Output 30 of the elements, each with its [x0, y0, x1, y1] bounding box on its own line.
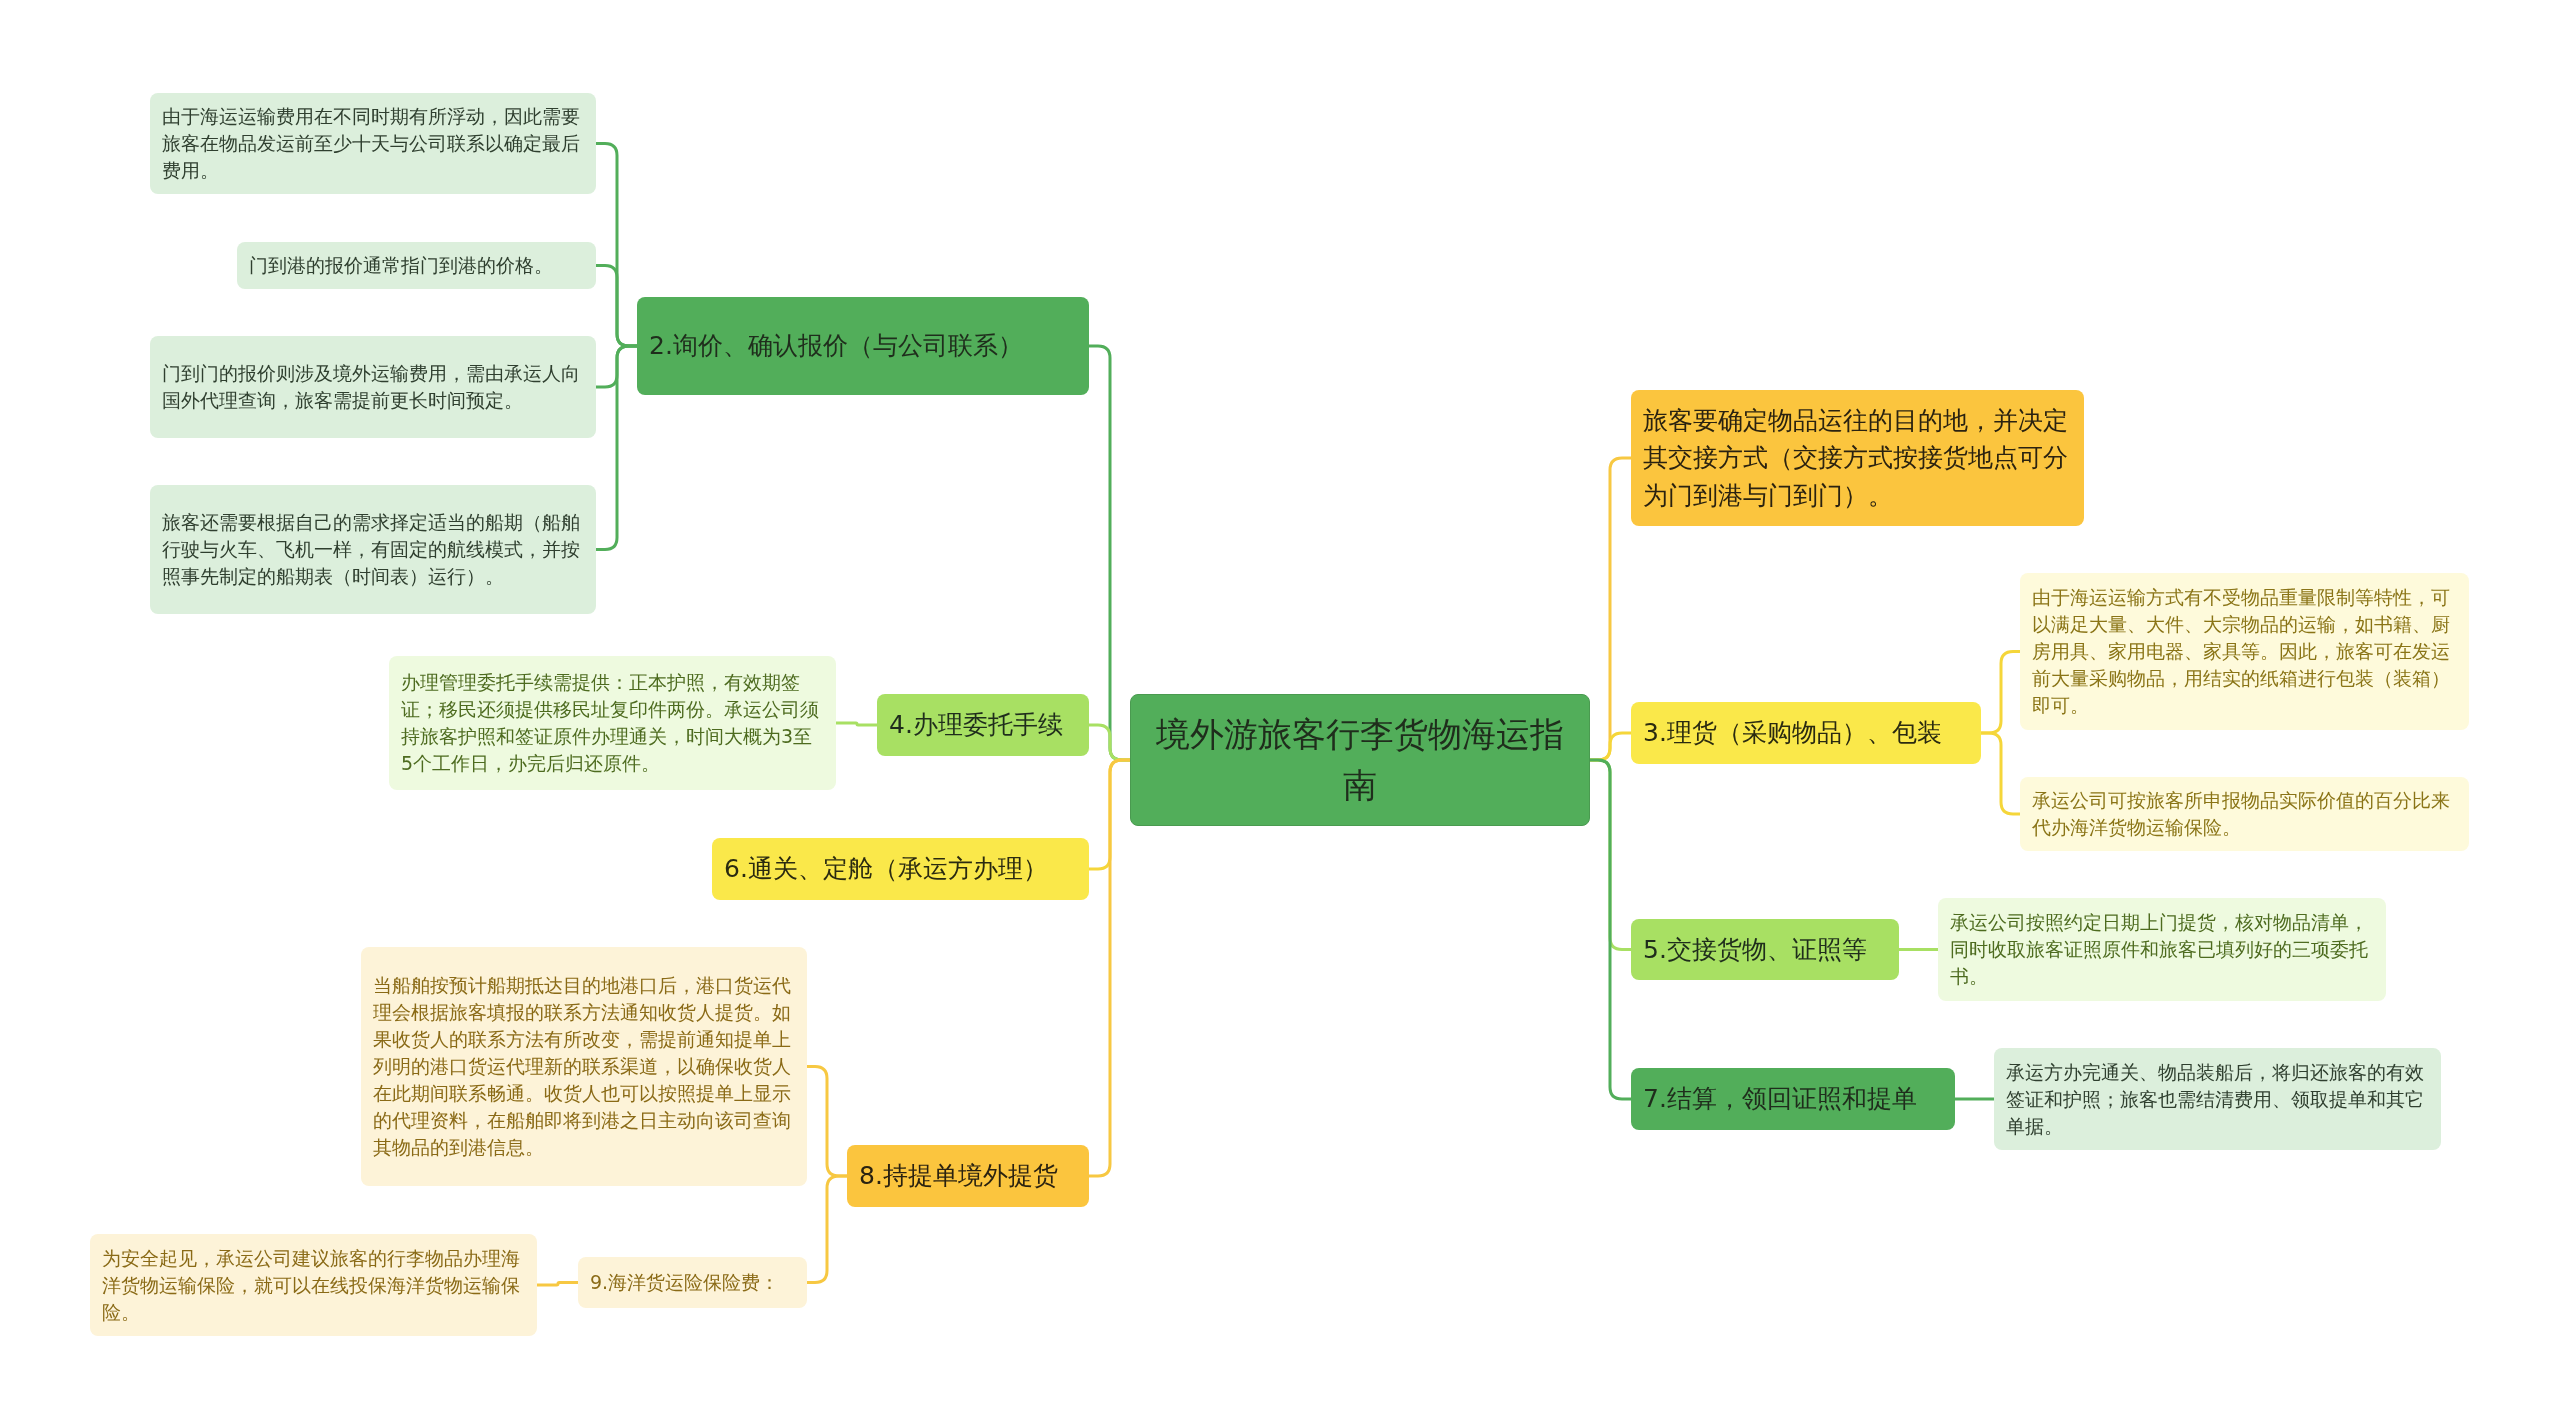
connector-line: [1089, 758, 1130, 1178]
connector-line: [1590, 758, 1631, 1101]
topic-box: 8.持提单境外提货: [847, 1145, 1089, 1207]
note-box: 承运方办完通关、物品装船后，将归还旅客的有效签证和护照；旅客也需结清费用、领取提单和其它单据。: [1994, 1048, 2441, 1150]
note-box: 旅客还需要根据自己的需求择定适当的船期（船舶行驶与火车、飞机一样，有固定的航线模式，并按照事先制定的船期表（时间表）运行）。: [150, 485, 596, 614]
note-box: 门到港的报价通常指门到港的价格。: [237, 242, 596, 289]
topic-box: 5.交接货物、证照等: [1631, 919, 1899, 980]
note-box: 承运公司按照约定日期上门提货，核对物品清单，同时收取旅客证照原件和旅客已填列好的三项委托书。: [1938, 898, 2386, 1001]
topic-box: 旅客要确定物品运往的目的地，并决定其交接方式（交接方式按接货地点可分为门到港与门到门）。: [1631, 390, 2084, 526]
topic-box: 7.结算，领回证照和提单: [1631, 1068, 1955, 1130]
note-box: 办理管理委托手续需提供：正本护照，有效期签证；移民还须提供移民址复印件两份。承运公司须持旅客护照和签证原件办理通关，时间大概为3至5个工作日，办完后归还原件。: [389, 656, 836, 790]
topic-box: 2.询价、确认报价（与公司联系）: [637, 297, 1089, 395]
topic-box: 6.通关、定舱（承运方办理）: [712, 838, 1089, 900]
connector-line: [1981, 731, 2020, 816]
connector-line: [836, 721, 877, 727]
note-box: 为安全起见，承运公司建议旅客的行李物品办理海洋货物运输保险，就可以在线投保海洋货物运输保险。: [90, 1234, 537, 1336]
note-box: 门到门的报价则涉及境外运输费用，需由承运人向国外代理查询，旅客需提前更长时间预定。: [150, 336, 596, 438]
connector-line: [807, 1174, 847, 1284]
note-box: 9.海洋货运险保险费：: [578, 1257, 807, 1308]
connector-line: [537, 1281, 578, 1287]
connector-line: [1955, 1097, 1994, 1101]
topic-box: 3.理货（采购物品）、包装: [1631, 702, 1981, 764]
connector-line: [1899, 948, 1938, 951]
note-box: 承运公司可按旅客所申报物品实际价值的百分比来代办海洋货物运输保险。: [2020, 777, 2469, 851]
central-topic: 境外游旅客行李货物海运指南: [1130, 694, 1590, 826]
topic-box: 4.办理委托手续: [877, 694, 1089, 756]
note-box: 由于海运运输费用在不同时期有所浮动，因此需要旅客在物品发运前至少十天与公司联系以确定最后费用。: [150, 93, 596, 194]
note-box: 由于海运运输方式有不受物品重量限制等特性，可以满足大量、大件、大宗物品的运输，如书籍、厨房用具、家用电器、家具等。因此，旅客可在发运前大量采购物品，用结实的纸箱进行包装（装箱）即可。: [2020, 573, 2469, 730]
connector-line: [596, 344, 637, 551]
note-box: 当船舶按预计船期抵达目的地港口后，港口货运代理会根据旅客填报的联系方法通知收货人提货。如果收货人的联系方法有所改变，需提前通知提单上列明的港口货运代理新的联系渠道，以确保收货人在此期间联系畅通。收货人也可以按照提单上显示的代理资料，在船舶即将到港之日主动向该司查询其物品的到港信息。: [361, 947, 807, 1186]
